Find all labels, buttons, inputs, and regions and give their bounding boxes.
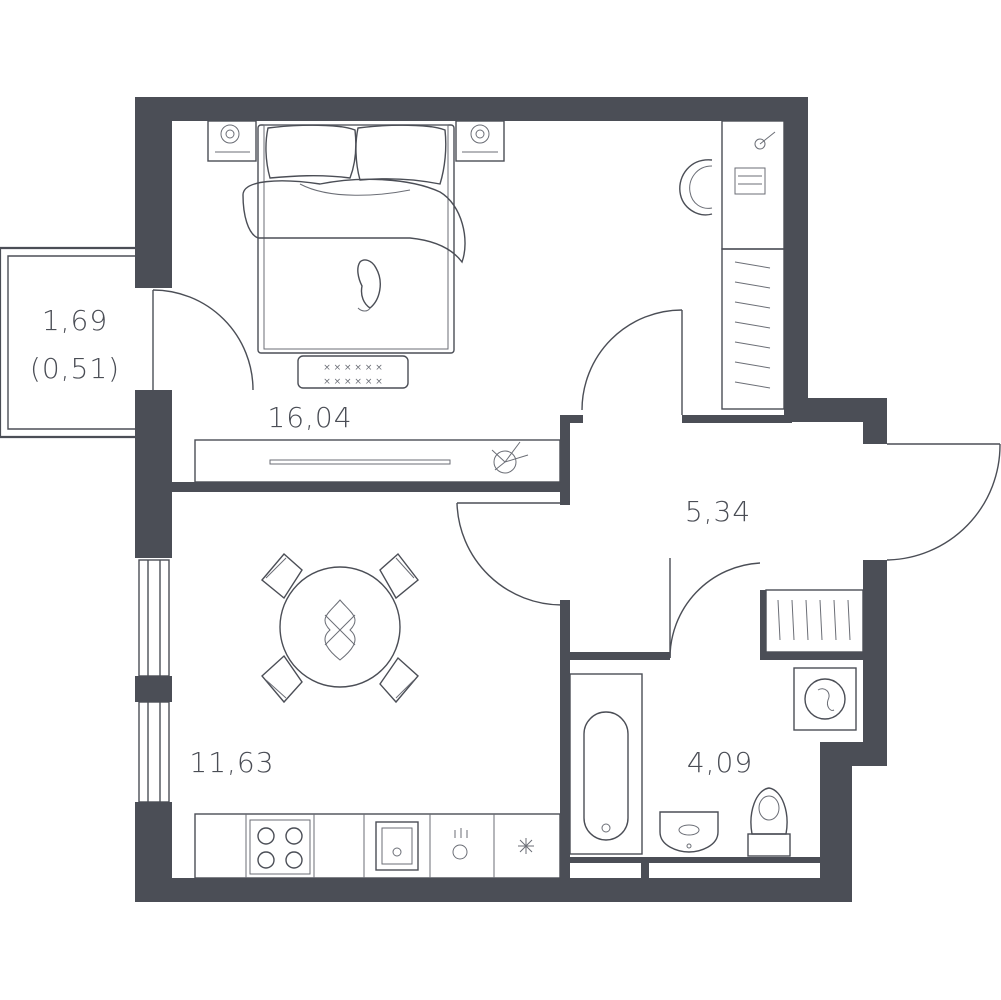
windows: [138, 559, 170, 803]
wall-right-bottom: [820, 742, 852, 902]
wall-right-upper: [784, 97, 808, 422]
dining-chair-icon: [261, 654, 303, 704]
wardrobe-icon: [765, 589, 864, 653]
bathroom: 4,09: [569, 667, 857, 857]
pillow-icon: [265, 124, 357, 179]
wall-bath-ledge: [568, 857, 820, 863]
stove-icon: [249, 819, 311, 875]
door-swing-icon: [886, 443, 1001, 561]
wall-hall-top-a: [560, 415, 583, 423]
wall-left-pier: [135, 676, 172, 702]
window-icon: [138, 701, 170, 803]
hallway: 5,34: [685, 495, 864, 653]
svg-text:× × × × × ×: × × × × × ×: [323, 363, 383, 373]
door-swing-icon: [152, 289, 254, 391]
nightstand-lamp-icon: [455, 120, 505, 162]
door-swing-icon: [669, 558, 761, 659]
tv-icon: [194, 439, 561, 483]
dining-chair-icon: [379, 552, 419, 600]
wall-bath-top-a: [560, 652, 670, 660]
balcony-area-label: 1,69: [42, 304, 108, 337]
wall-left-middle: [135, 390, 172, 558]
wall-left-upper: [135, 97, 172, 288]
window-icon: [138, 559, 170, 677]
balcony: 1,69 (0,51): [0, 246, 135, 439]
bathtub-icon: [569, 673, 643, 855]
door-swing-icon: [456, 502, 563, 606]
door-swing-icon: [581, 309, 683, 415]
plant-icon: [518, 838, 534, 854]
wall-bath-top-b: [760, 652, 863, 660]
balcony-inner-outline: [7, 255, 135, 430]
sink-icon: [375, 821, 419, 871]
rug-icon: × × × × × × × × × × × ×: [297, 355, 409, 389]
wall-bedroom-living: [172, 482, 560, 492]
bedroom-furniture: × × × × × × × × × × × × 16,: [194, 120, 785, 483]
wall-hall-left-upper: [560, 415, 570, 505]
bedroom-area-label: 16,04: [267, 401, 352, 434]
desk-icon: [721, 120, 785, 250]
dining-chair-icon: [379, 656, 419, 704]
svg-text:× × × × × ×: × × × × × ×: [323, 377, 383, 387]
dining-chair-icon: [261, 553, 303, 600]
bed-icon: [242, 124, 466, 354]
pillow-icon: [355, 124, 447, 185]
chair-icon: [679, 159, 713, 216]
plant-icon: [491, 441, 529, 474]
nightstand-lamp-icon: [207, 120, 257, 162]
washbasin-icon: [659, 811, 719, 853]
living-kitchen: 11,63: [189, 552, 561, 879]
wall-right-step-jamb: [863, 398, 887, 444]
wall-right-lower: [863, 560, 887, 766]
wall-closet-side: [760, 590, 766, 660]
wall-top: [135, 97, 808, 121]
balcony-reduced-area-label: (0,51): [30, 352, 120, 385]
balcony-outline: [0, 246, 135, 439]
doors: [152, 289, 1001, 659]
cat-icon: [357, 259, 381, 312]
dining-table-icon: [279, 566, 401, 688]
outer-walls: [135, 97, 887, 902]
hallway-area-label: 5,34: [685, 495, 751, 528]
wardrobe-icon: [721, 248, 785, 410]
wall-living-bath: [560, 600, 570, 878]
washing-machine-icon: [793, 667, 857, 731]
toilet-icon: [747, 787, 791, 857]
wall-bottom: [135, 878, 852, 902]
wall-bath-ledge-post: [641, 857, 649, 878]
dishwasher-icon: [452, 828, 468, 860]
wall-hall-top-b: [682, 415, 792, 423]
bathroom-area-label: 4,09: [687, 746, 753, 779]
living-area-label: 11,63: [189, 746, 274, 779]
kitchen-counter: [194, 813, 561, 879]
inner-walls: [172, 415, 863, 878]
